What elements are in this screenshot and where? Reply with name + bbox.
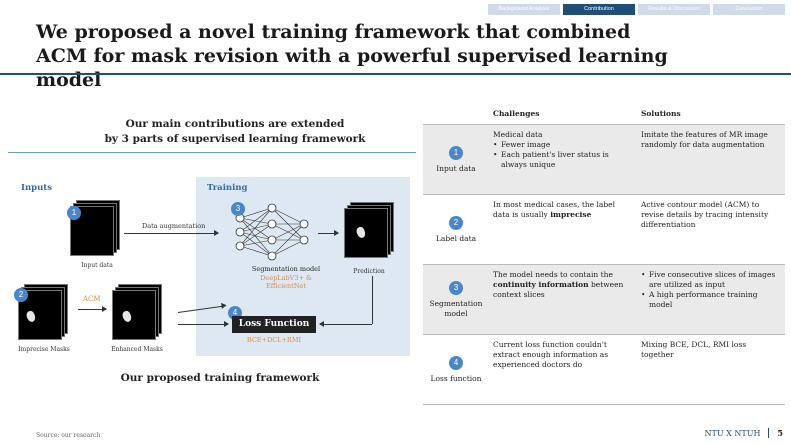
augmentation-arrow: [124, 230, 219, 236]
segmentation-model-sub: DeepLabV3+ & EfficientNet: [260, 274, 312, 290]
challenge-title: Medical data: [493, 130, 543, 139]
input-data-image: [70, 200, 120, 256]
solution-bullet: Five consecutive slices of images are ut…: [641, 270, 781, 290]
inputs-label: Inputs: [21, 183, 52, 193]
source-note: Source: our research: [36, 432, 101, 439]
prediction-caption: Prediction: [353, 268, 385, 275]
challenge-emphasis: imprecise: [550, 210, 592, 219]
challenge-bullet: Each patient's liver status is always un…: [493, 150, 633, 170]
table-row: 4 Loss function Current loss function co…: [423, 334, 785, 405]
challenge-text: The model needs to contain the: [493, 270, 613, 279]
left-heading-line1: Our main contributions are extended: [125, 118, 345, 130]
data-augmentation-label: Data augmentation: [142, 222, 206, 230]
prediction-down-line: [372, 276, 373, 324]
imprecise-masks-caption: Imprecise Masks: [18, 346, 70, 353]
section-nav: Background Analysis Contribution Results…: [488, 4, 785, 15]
page-number: 5: [768, 428, 783, 438]
badge-2: 2: [14, 288, 28, 302]
challenge-text-post: between context slices: [493, 280, 624, 299]
framework-caption: Our proposed training framework: [120, 372, 320, 384]
solution-text: Imitate the features of MR image randoml…: [637, 124, 785, 195]
left-heading-line2: by 3 parts of supervised learning framew…: [104, 133, 366, 145]
nav-tab-conclusion[interactable]: Conclusion: [713, 4, 785, 15]
table-header-row: Challenges Solutions: [423, 106, 785, 125]
loss-function-sub: BCE+DCL+RMI: [246, 336, 302, 344]
row-label: Input data: [436, 163, 476, 173]
challenge-bullet: Fewer image: [493, 140, 633, 150]
solution-bullet: A high performance training model: [641, 290, 781, 310]
footer-org: NTU X NTUH: [704, 429, 761, 438]
training-label: Training: [207, 183, 248, 193]
footer: NTU X NTUH 5: [704, 428, 783, 438]
acm-label: ACM: [83, 295, 101, 303]
prediction-image: [344, 202, 394, 258]
title-divider: [0, 73, 791, 75]
row-badge: 2: [449, 215, 463, 230]
row-badge: 4: [449, 355, 463, 370]
table-row: 3 Segmentation model The model needs to …: [423, 264, 785, 335]
solution-text: Mixing BCE, DCL, RMI loss together: [637, 334, 785, 405]
segmentation-model-caption: Segmentation model: [251, 265, 321, 273]
badge-3: 3: [231, 202, 245, 216]
challenge-text: Current loss function couldn't extract e…: [489, 334, 637, 405]
table-row: 2 Label data In most medical cases, the …: [423, 194, 785, 265]
nav-tab-contribution[interactable]: Contribution: [563, 4, 635, 15]
prediction-to-loss-arrow: [320, 324, 372, 325]
challenge-text: In most medical cases, the label data is…: [493, 200, 616, 219]
nav-tab-background[interactable]: Background Analysis: [488, 4, 560, 15]
loss-function-box: Loss Function: [232, 316, 316, 333]
row-badge: 1: [449, 145, 463, 160]
row-label: Label data: [435, 233, 477, 243]
acm-arrow: [78, 306, 107, 312]
imprecise-masks-image: [18, 284, 68, 340]
enhanced-masks-caption: Enhanced Masks: [111, 346, 163, 353]
challenge-emphasis: continuity information: [493, 280, 589, 289]
solution-text: Active contour model (ACM) to revise det…: [637, 194, 785, 265]
badge-1: 1: [67, 206, 81, 220]
left-heading: Our main contributions are extended by 3…: [70, 117, 400, 147]
row-label: Segmentation model: [429, 298, 483, 318]
enhanced-masks-image: [112, 284, 162, 340]
row-badge: 3: [449, 280, 463, 295]
table-header-solutions: Solutions: [641, 109, 681, 118]
left-divider: [8, 152, 416, 153]
slide-title: We proposed a novel training framework t…: [36, 21, 668, 91]
nav-tab-results[interactable]: Results & Discussion: [638, 4, 710, 15]
prediction-arrow: [318, 230, 339, 236]
enhanced-to-loss-arrow: [178, 321, 229, 327]
input-data-caption: Input data: [81, 262, 113, 269]
neural-network-icon: [235, 203, 309, 261]
challenges-solutions-table: Challenges Solutions 1 Input data Medica…: [423, 106, 785, 405]
table-row: 1 Input data Medical data Fewer image Ea…: [423, 124, 785, 195]
table-header-challenges: Challenges: [493, 109, 540, 118]
row-label: Loss function: [430, 373, 482, 383]
table-header-empty: [423, 106, 489, 125]
